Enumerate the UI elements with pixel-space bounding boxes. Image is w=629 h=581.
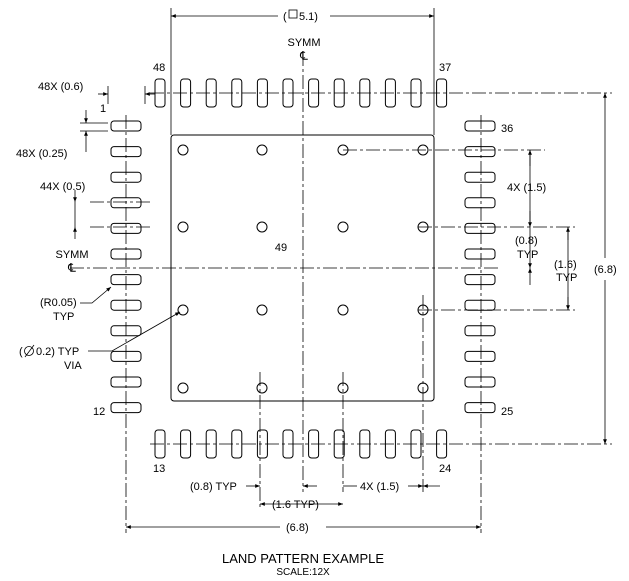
thermal-pad-number: 49 [275,242,287,254]
pad-right [464,120,496,132]
dim-bottom-horizontal: (0.8) TYP 4X (1.5) (1.6 TYP) (6.8) [125,481,481,534]
right-4x-label: 4X (1.5) [507,182,546,194]
pad-right [464,222,496,234]
thermal-via [177,144,189,156]
pad-right [464,248,496,260]
pin-12-label: 12 [93,406,105,418]
pad-right [464,350,496,362]
corner-radius-label: (R0.05) [40,297,77,309]
figure-title: LAND PATTERN EXAMPLE [222,551,384,566]
pad-right [464,402,496,414]
pin-24-label: 24 [439,463,451,475]
pad-length-label: 48X (0.6) [38,81,83,93]
pin-37-label: 37 [439,62,451,74]
centerline-left-symbol: ℄ [67,261,76,275]
corner-radius-typ: TYP [53,311,74,323]
pad-column-right [464,120,496,414]
right-08-label: (0.8) [515,235,538,247]
symm-left-label: SYMM [56,249,89,261]
pad-right [464,274,496,286]
via-dia-open: ( [19,346,23,358]
square-symbol [288,9,298,19]
via-dia-suffix: VIA [64,360,82,372]
centerline-top-symbol: ℄ [299,49,308,63]
dim-via-diameter: ( 0.2) TYP VIA [19,311,181,372]
pitch-label: 44X (0.5) [40,181,85,193]
pin-1-label: 1 [100,103,106,115]
thermal-via [256,221,268,233]
pin-36-label: 36 [501,123,513,135]
diameter-symbol [24,346,34,356]
extension-lines [90,92,612,533]
thermal-via [177,382,189,394]
dim-right-vertical: 4X (1.5) (0.8) TYP (1.6) TYP (6.8) [507,93,617,444]
pad-right [464,171,496,183]
dim-pad-width: 1 48X (0.25) [16,103,108,160]
pad-width-label: 48X (0.25) [16,148,67,160]
symm-top-label: SYMM [288,37,321,49]
pad-right [464,299,496,311]
thermal-via [256,304,268,316]
pin-25-label: 25 [501,406,513,418]
bottom-4x-label: 4X (1.5) [360,481,399,493]
bottom-08-label: (0.8) TYP [190,481,237,493]
bottom-68-label: (6.8) [286,522,309,534]
pin-13-label: 13 [153,463,165,475]
thermal-via [337,221,349,233]
right-16-label: (1.6) [554,259,577,271]
pad-right [464,376,496,388]
pad-right [464,197,496,209]
pad-right [464,146,496,158]
right-16-typ: TYP [556,272,577,284]
thermal-via [177,221,189,233]
diameter-slash [24,344,35,358]
bottom-16-label: (1.6 TYP) [272,499,319,511]
thermal-via [256,144,268,156]
dim-pad-length: 48X (0.6) [38,81,155,104]
dim-pitch: 44X (0.5) [40,181,85,239]
figure-scale: SCALE:12X [276,567,330,578]
thermal-via [177,304,189,316]
dim-corner-radius: (R0.05) TYP [40,286,112,323]
via-dia-label: 0.2) TYP [36,346,79,358]
right-08-typ: TYP [517,249,538,261]
pin-48-label: 48 [153,62,165,74]
thermal-via [337,304,349,316]
thermal-via [256,382,268,394]
right-68-label: (6.8) [594,264,617,276]
dim-thermal-width: ( 5.1) [170,8,435,135]
pad-right [464,325,496,337]
thermal-width-label: 5.1) [299,11,318,23]
thermal-width-open: ( [283,11,287,23]
